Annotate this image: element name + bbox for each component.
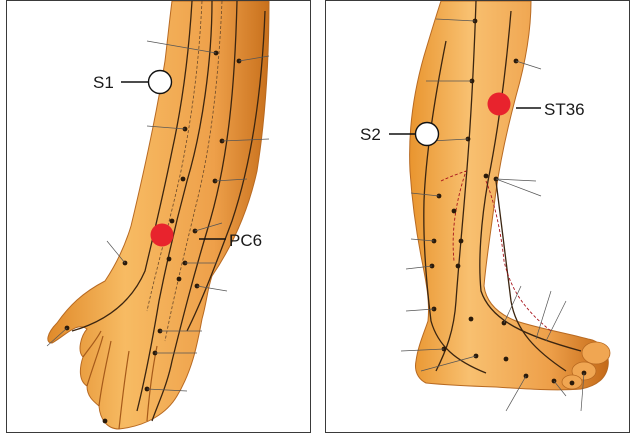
point-st36: ST36 [488,93,585,120]
point-s2: S2 [360,123,439,146]
acupoint-marker-icon [151,224,174,247]
s2-label: S2 [360,125,381,144]
st36-label: ST36 [544,100,585,119]
acupoint-marker-icon [488,93,511,116]
sham-marker-icon [149,71,172,94]
arm-panel: S1 PC6 [6,0,311,433]
arm-illustration: S1 PC6 [7,1,310,432]
point-s1: S1 [93,71,172,94]
leg-panel: S2 ST36 [325,0,630,433]
sham-marker-icon [416,123,439,146]
s1-label: S1 [93,73,114,92]
pc6-label: PC6 [229,231,262,250]
leg-illustration: S2 ST36 [326,1,629,432]
